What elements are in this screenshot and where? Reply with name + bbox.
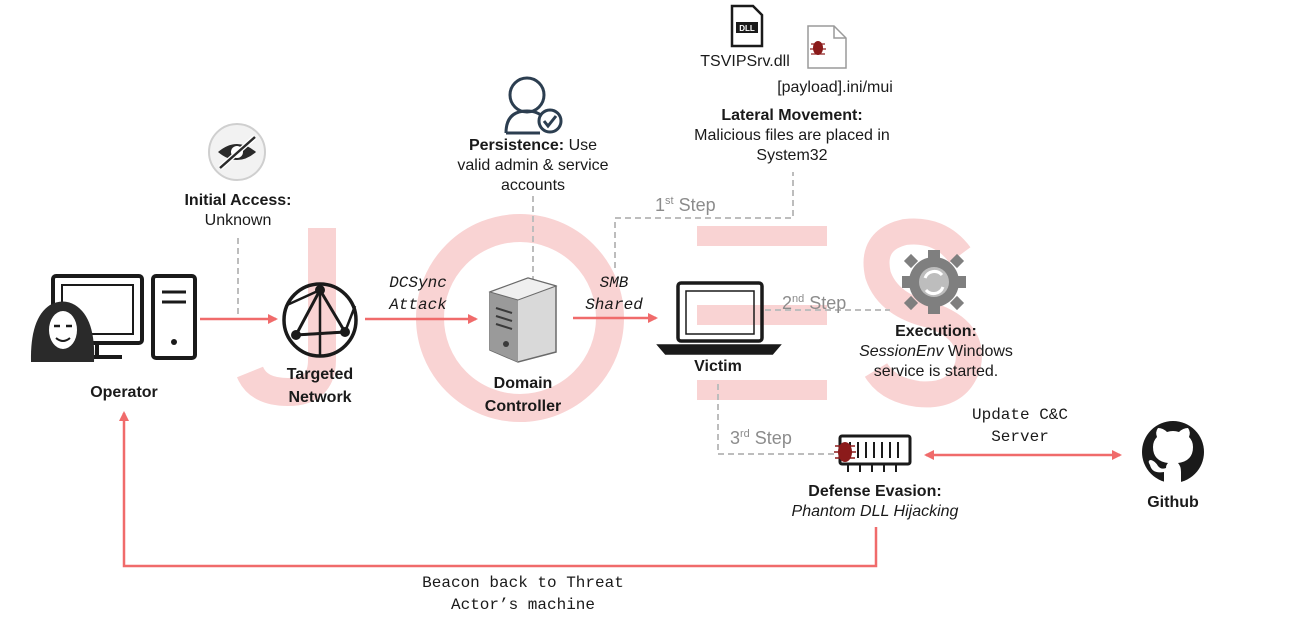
execution-line3: service is started. (873, 363, 999, 380)
execution-text1: Windows (943, 343, 1013, 360)
gear-icon (902, 250, 966, 314)
smb-label-line2: Shared (585, 296, 643, 314)
victim-label: Victim (694, 358, 742, 375)
hidden-eye-icon (208, 123, 266, 181)
persistence-line2: valid admin & service (457, 157, 609, 174)
execution-line2: SessionEnv Windows (850, 342, 1022, 362)
step-2-label: 2nd Step (782, 293, 846, 314)
lateral-movement-title: Lateral Movement: (721, 107, 863, 124)
dll-badge-text: DLL (739, 24, 755, 33)
step-3-suffix: rd (740, 428, 750, 440)
operator-label: Operator (90, 384, 158, 401)
domain-controller-label-line2: Controller (484, 398, 562, 415)
initial-access-title: Initial Access: (184, 192, 292, 209)
beacon-label-line1: Beacon back to Threat (422, 574, 624, 592)
step-1-text: Step (673, 195, 716, 215)
hacker-mask-icon (30, 301, 95, 362)
github-icon (1142, 421, 1204, 484)
execution-title: Execution: (895, 323, 977, 340)
laptop-icon (656, 281, 782, 355)
step-3-label: 3rd Step (730, 428, 792, 449)
initial-access-text: Unknown (204, 212, 272, 229)
dcsync-label-line2: Attack (389, 296, 447, 314)
targeted-network-label-line2: Network (288, 389, 352, 406)
github-label: Github (1147, 494, 1199, 511)
network-globe-icon (282, 282, 358, 358)
beacon-label-line2: Actor’s machine (450, 596, 596, 614)
persistence-line1: Persistence: Use (430, 136, 636, 156)
defense-evasion-text: Phantom DLL Hijacking (791, 503, 959, 520)
payload-file-name: [payload].ini/mui (777, 79, 893, 96)
persistence-line3: accounts (500, 177, 566, 194)
arrows (119, 313, 1122, 568)
execution-italic: SessionEnv (859, 343, 944, 360)
step-3-text: Step (749, 428, 792, 448)
dll-file-name: TSVIPSrv.dll (700, 53, 790, 70)
update-cc-label-line2: Server (991, 428, 1049, 446)
persistence-text1: Use (564, 137, 598, 154)
step-1-label: 1st Step (655, 195, 716, 216)
step-2-number: 2 (782, 293, 793, 313)
lateral-movement-text2: System32 (756, 147, 828, 164)
lateral-movement-text1: Malicious files are placed in (694, 127, 890, 144)
memory-chip-icon (834, 434, 912, 472)
step-1-suffix: st (665, 195, 674, 207)
server-icon (488, 277, 558, 363)
step-2-suffix: nd (792, 293, 805, 305)
step-1-number: 1 (655, 195, 666, 215)
dashed-connectors (237, 172, 890, 455)
smb-label-line1: SMB (599, 274, 629, 292)
targeted-network-label-line1: Targeted (286, 366, 354, 383)
payload-file-icon (807, 25, 847, 69)
persistence-title: Persistence: (468, 137, 565, 154)
defense-evasion-title: Defense Evasion: (808, 483, 942, 500)
step-3-number: 3 (730, 428, 741, 448)
step-2-text: Step (804, 293, 847, 313)
update-cc-label-line1: Update C&C (971, 406, 1068, 424)
dll-file-icon: DLL (730, 4, 764, 48)
dcsync-label-line1: DCSync (389, 274, 447, 292)
domain-controller-label-line1: Domain (493, 375, 553, 392)
user-check-icon (504, 76, 563, 135)
